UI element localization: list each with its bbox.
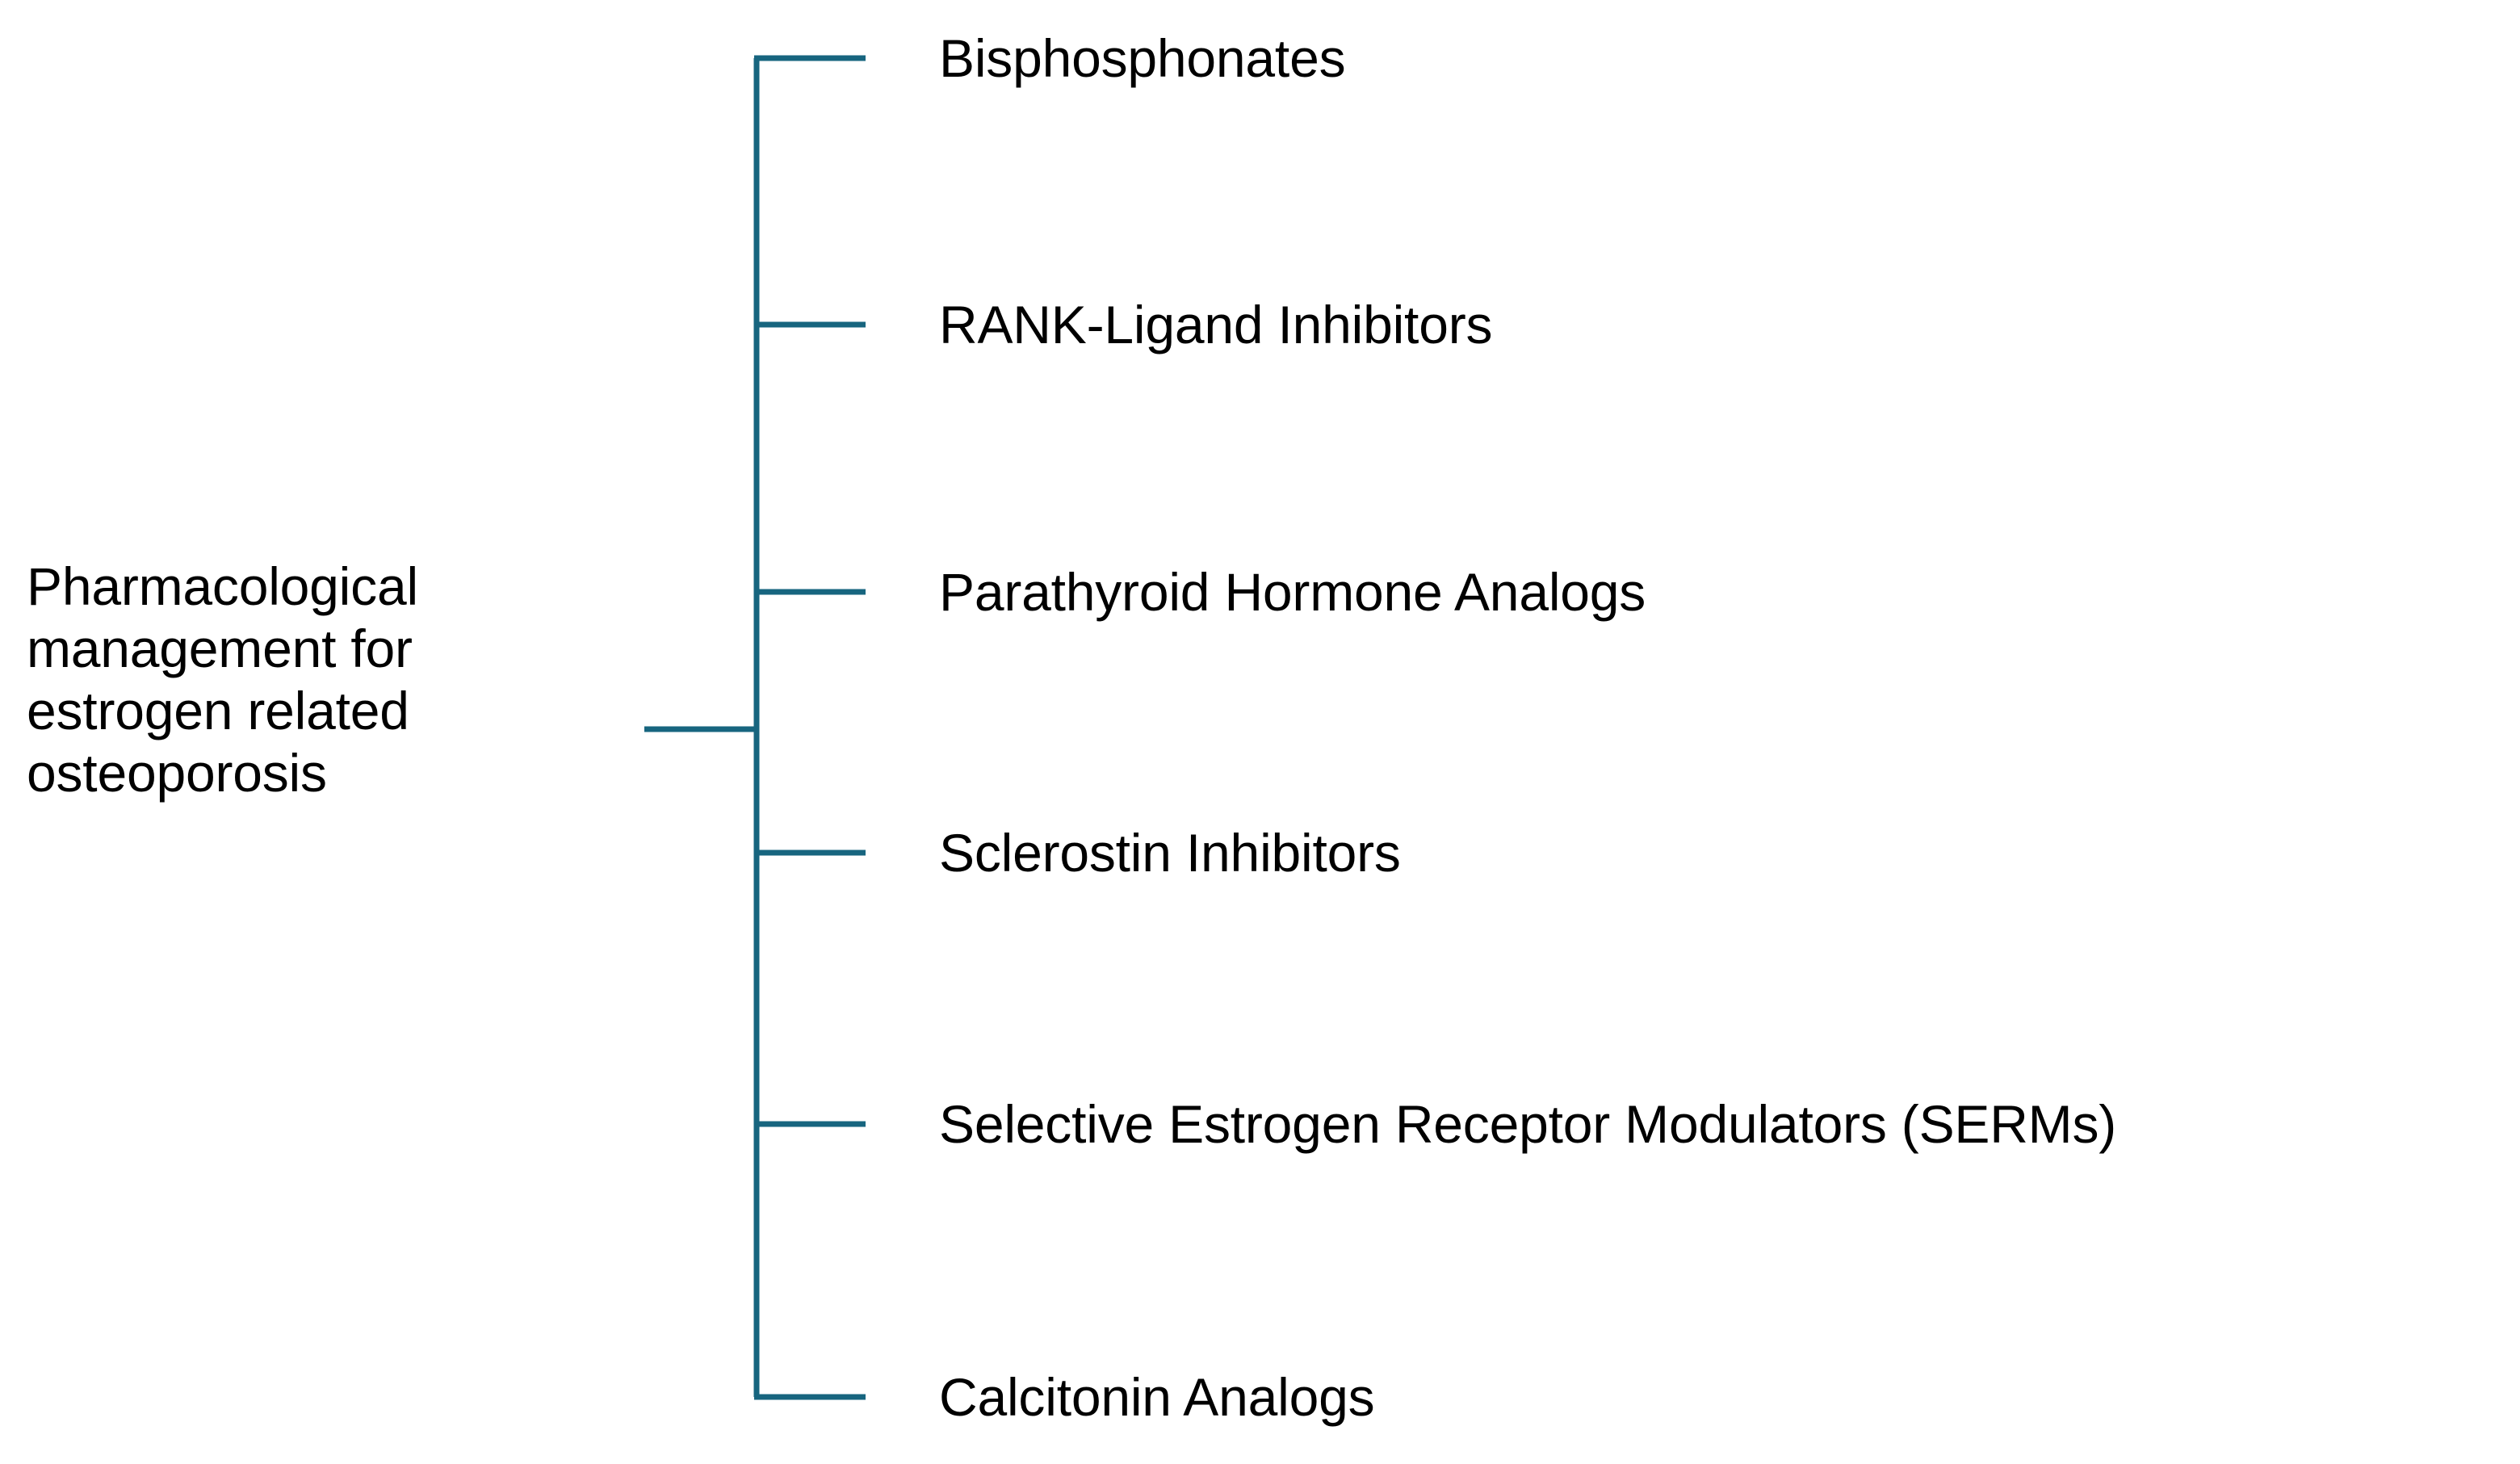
branch-label-rank-ligand-inhibitors: RANK-Ligand Inhibitors	[939, 295, 1493, 354]
branch-label-bisphosphonates: Bisphosphonates	[939, 28, 1346, 88]
branch-label-sclerostin-inhibitors: Sclerostin Inhibitors	[939, 823, 1401, 883]
branch-label-calcitonin-analogs: Calcitonin Analogs	[939, 1367, 1375, 1427]
root-node-label: Pharmacological management for estrogen …	[27, 556, 418, 803]
branch-label-selective-estrogen-receptor-modulators: Selective Estrogen Receptor Modulators (…	[939, 1094, 2117, 1154]
branch-label-parathyroid-hormone-analogs: Parathyroid Hormone Analogs	[939, 562, 1646, 622]
